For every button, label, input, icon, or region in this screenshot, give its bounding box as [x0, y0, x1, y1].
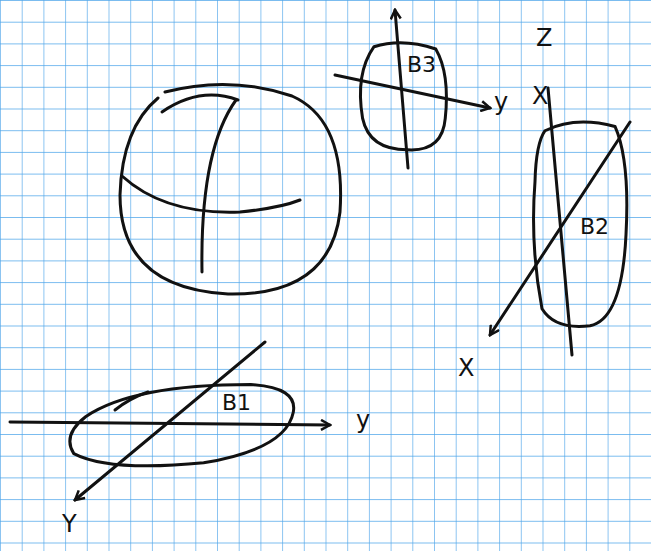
body-label: B2 — [580, 216, 609, 238]
body-arc — [162, 95, 238, 112]
axis-line — [75, 342, 265, 500]
axis-line — [335, 75, 490, 108]
body-outline: B1 — [62, 380, 298, 472]
axis-label: Z — [536, 26, 552, 50]
body-equator — [122, 176, 300, 212]
body-label: B1 — [222, 392, 251, 414]
body-outline: B2 — [530, 118, 630, 330]
axis-line — [490, 122, 630, 335]
axis-label: y — [494, 90, 508, 114]
body-outline: B3 — [355, 40, 450, 152]
axis-label: y — [356, 408, 370, 432]
body-meridian — [202, 100, 236, 272]
blob-outline — [62, 380, 298, 472]
axis-label: X — [458, 356, 474, 380]
axis-label: X — [532, 84, 548, 108]
body-label: B3 — [407, 54, 436, 76]
body-outline — [120, 84, 341, 294]
axis-label: Y — [62, 512, 77, 536]
